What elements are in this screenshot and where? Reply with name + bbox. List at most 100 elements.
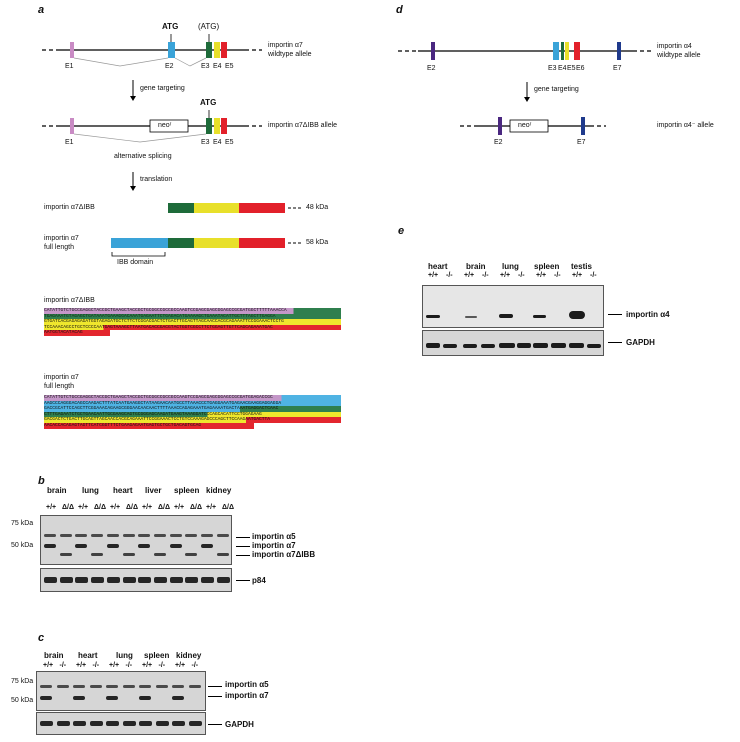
- e-band: [533, 315, 546, 318]
- genotype-label: Δ/Δ: [158, 504, 171, 511]
- genotype-label: +/+: [500, 272, 511, 279]
- blot-band: [40, 685, 52, 688]
- c-lane-heart: heart: [78, 651, 98, 660]
- blot-band: [73, 721, 86, 726]
- e-band: [443, 344, 457, 348]
- blot-band: [216, 553, 229, 556]
- c-marker-75: 75 kDa: [11, 678, 34, 685]
- blot-band: [169, 544, 182, 548]
- panel-label-b: b: [38, 475, 45, 487]
- blot-band: [106, 721, 119, 726]
- blot-band: [40, 721, 53, 726]
- genotype-label: +/+: [464, 272, 475, 279]
- blot-band: [106, 685, 118, 688]
- exon-label: E7: [613, 65, 622, 72]
- blot-band: [73, 696, 85, 700]
- blot-band: [56, 721, 70, 726]
- blot-band: [106, 577, 120, 583]
- e-band: [587, 344, 601, 348]
- c-band-label: importin α5: [225, 680, 269, 689]
- exon-e2-wt: [168, 42, 175, 58]
- b-loading-label: p84: [252, 576, 266, 585]
- genotype-label: -/-: [158, 662, 166, 669]
- exon-label: E4: [558, 65, 567, 72]
- blot-band: [91, 577, 105, 583]
- blot-band: [56, 685, 69, 688]
- genotype-label: -/-: [446, 272, 453, 279]
- blot-band: [138, 577, 152, 583]
- arrow-line: [608, 314, 622, 315]
- b-blot-main: [40, 515, 232, 565]
- c-lane-lung: lung: [116, 651, 133, 660]
- exon-label: E3: [548, 65, 557, 72]
- c-blot-main: [36, 671, 206, 711]
- protein-ibb-green: [168, 203, 194, 213]
- exon-label: E5: [225, 63, 234, 70]
- b-band-label: importin α5: [252, 532, 296, 541]
- e-lane-heart: heart: [428, 262, 448, 271]
- blot-band: [153, 577, 167, 583]
- blot-band: [188, 685, 201, 688]
- seq-full-title-2: full length: [44, 383, 74, 390]
- exon-label: E1: [65, 139, 74, 146]
- blot-band: [172, 696, 184, 700]
- neo-cassette-a: [149, 119, 189, 133]
- exon-label: E5: [225, 139, 234, 146]
- blot-band: [40, 696, 52, 700]
- genotype-label: +/+: [110, 504, 121, 511]
- exon-e2-d: [431, 42, 435, 60]
- neo-label-a: neoʳ: [158, 122, 172, 129]
- blot-band: [138, 544, 151, 548]
- genotype-label: Δ/Δ: [190, 504, 203, 511]
- ibb-allele-label: importin α7ΔIBB allele: [268, 122, 338, 129]
- e-band: [426, 343, 440, 348]
- exon-label: E5: [567, 65, 576, 72]
- b-lane-kidney: kidney: [206, 486, 232, 495]
- blot-band: [185, 577, 199, 583]
- blot-band: [172, 721, 185, 726]
- e-band: [569, 343, 584, 348]
- blot-band: [44, 534, 56, 537]
- blot-band: [75, 544, 88, 548]
- genotype-label: +/+: [142, 662, 153, 669]
- blot-band: [201, 534, 213, 537]
- blot-band: [169, 577, 183, 583]
- exon-e4-ko: [214, 118, 220, 134]
- b-lane-heart: heart: [113, 486, 133, 495]
- neo-label-d: neoʳ: [518, 122, 532, 129]
- exon-label: E7: [577, 139, 586, 146]
- blot-band: [153, 553, 166, 556]
- exon-e3-ko: [206, 118, 212, 134]
- blot-band: [106, 544, 119, 548]
- seq-line: CATATTGTCTGCCGAGGCTACCGCTGAAGCTACCGCTGCG…: [44, 395, 341, 401]
- seq-line: AACACCACAGAGTAGTTCATCGGTTTCTGAAGAGAATGAG…: [44, 422, 254, 429]
- arrow-line: [236, 580, 250, 581]
- blot-band: [185, 553, 198, 556]
- blot-band: [216, 534, 229, 537]
- exon-e1-wt: [70, 42, 74, 58]
- b-lane-liver: liver: [145, 486, 162, 495]
- b-marker-75: 75 kDa: [11, 520, 34, 527]
- e-band: [551, 343, 566, 348]
- exon-label: E2: [494, 139, 503, 146]
- blot-band: [155, 685, 168, 688]
- blot-band: [139, 685, 151, 688]
- c-blot-gapdh: [36, 712, 206, 735]
- genotype-label: +/+: [76, 662, 87, 669]
- e-blot-importin-a4: [422, 285, 604, 328]
- genotype-label: -/-: [590, 272, 597, 279]
- genotype-label: Δ/Δ: [126, 504, 139, 511]
- b-band-label: importin α7: [252, 541, 296, 550]
- c-loading-label: GAPDH: [225, 720, 254, 729]
- panel-label-c: c: [38, 632, 45, 644]
- e-band-label-gapdh: GAPDH: [626, 338, 655, 347]
- wt-allele-label-1: importin α7: [268, 42, 303, 49]
- blot-band: [122, 685, 135, 688]
- blot-band: [172, 685, 184, 688]
- exon-label: E3: [201, 139, 210, 146]
- arrow-line: [208, 696, 222, 697]
- blot-band: [91, 534, 104, 537]
- panel-label-d: d: [396, 4, 403, 16]
- e-band: [481, 344, 495, 348]
- arrow-line: [236, 555, 250, 556]
